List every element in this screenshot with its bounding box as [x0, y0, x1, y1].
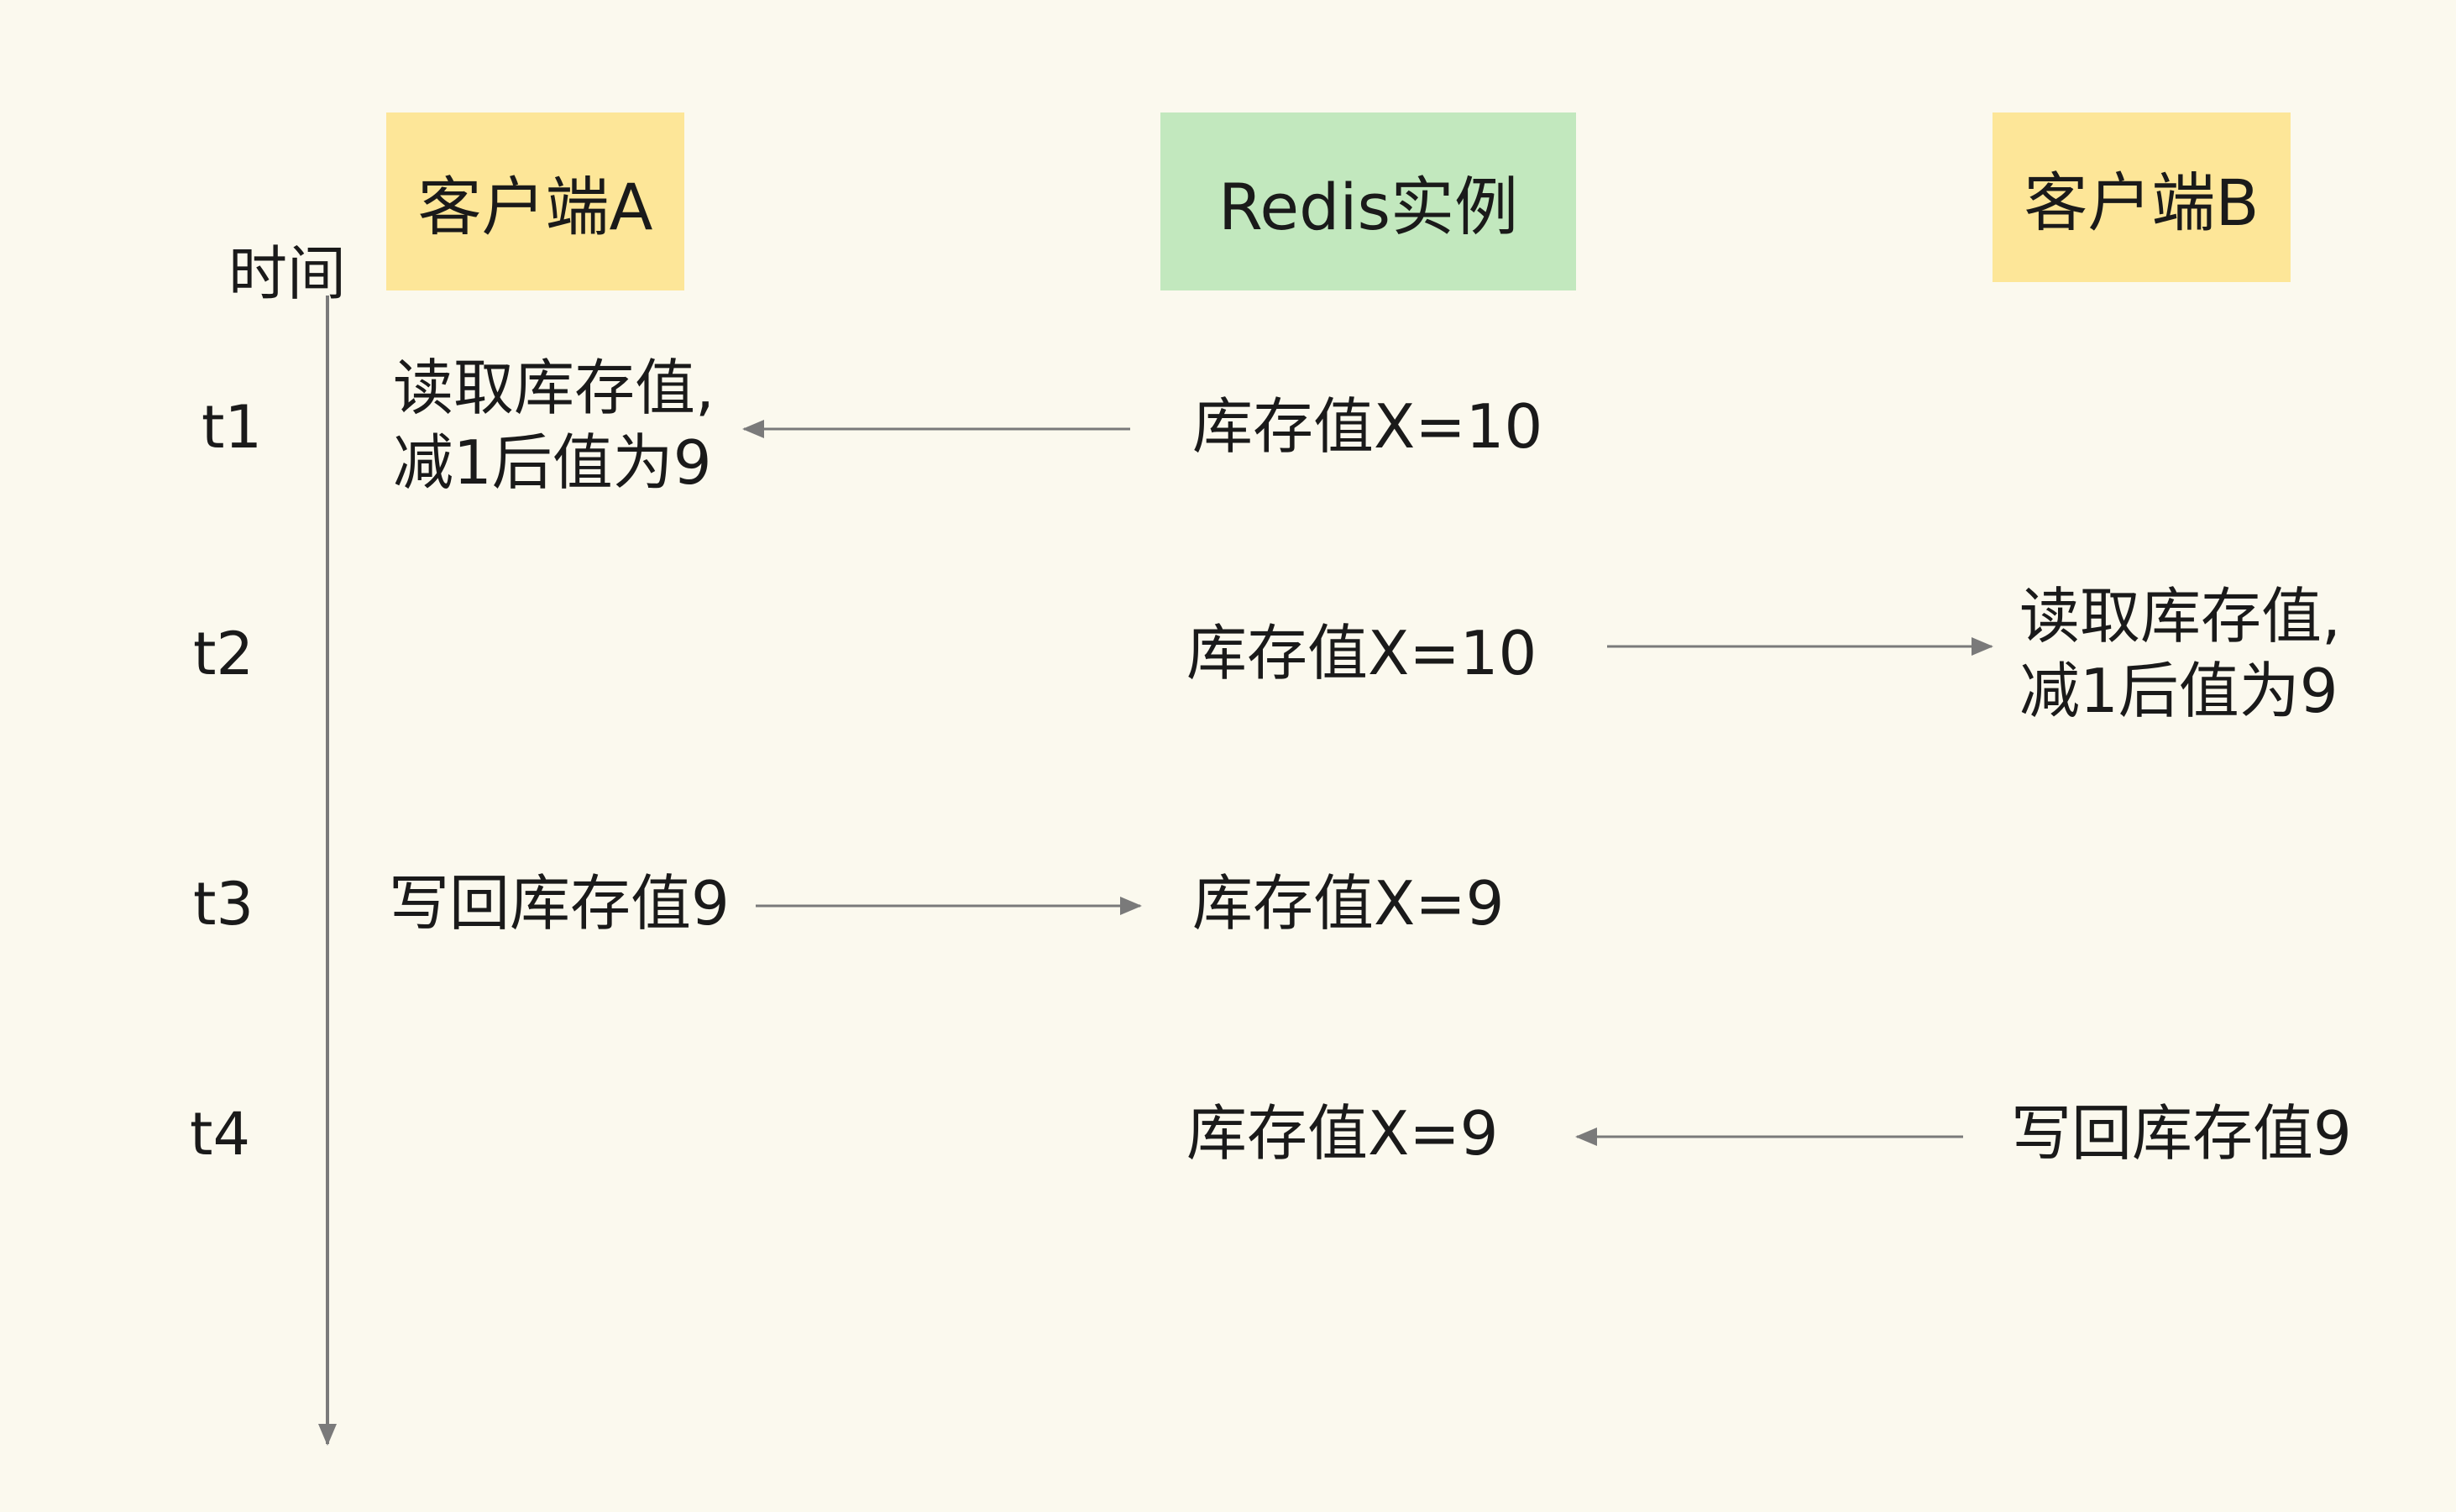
time-label-t2: t2 — [193, 620, 254, 688]
t4-redis-value: 库存值X=9 — [1186, 1098, 1499, 1169]
t3-client-a-text: 写回库存值9 — [389, 868, 730, 939]
client-a-header: 客户端A — [386, 112, 684, 290]
time-label-t3: t3 — [193, 870, 254, 939]
t1-client-a-text: 读取库存值, 减1后值为9 — [393, 351, 715, 501]
t1-client-a-line2: 减1后值为9 — [393, 427, 712, 499]
t2-client-b-line1: 读取库存值, — [2019, 581, 2341, 651]
client-b-header: 客户端B — [1993, 112, 2291, 282]
t4-client-b-text: 写回库存值9 — [2011, 1098, 2352, 1169]
redis-instance-header-label: Redis实例 — [1218, 170, 1519, 244]
t2-redis-value: 库存值X=10 — [1186, 618, 1537, 688]
t2-client-b-line2: 减1后值为9 — [2019, 656, 2338, 727]
t2-client-b-text: 读取库存值, 减1后值为9 — [2019, 579, 2341, 730]
t1-redis-value: 库存值X=10 — [1192, 391, 1543, 462]
client-b-header-label: 客户端B — [2024, 165, 2260, 240]
client-a-header-label: 客户端A — [417, 170, 653, 244]
t3-redis-value: 库存值X=9 — [1192, 868, 1505, 939]
t1-client-a-line1: 读取库存值, — [393, 353, 715, 423]
redis-instance-header: Redis实例 — [1160, 112, 1576, 290]
time-label-t4: t4 — [190, 1100, 250, 1169]
time-label-t1: t1 — [202, 393, 262, 462]
